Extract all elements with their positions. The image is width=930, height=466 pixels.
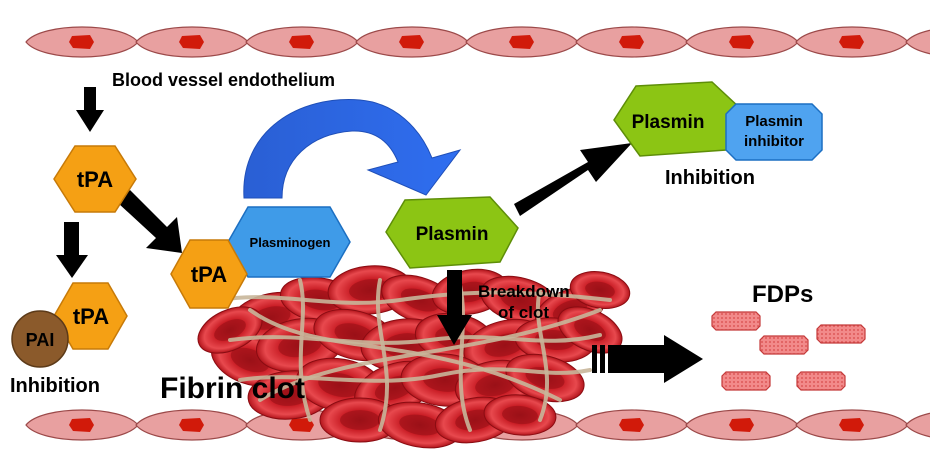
arrow-to-fdps xyxy=(592,335,703,383)
endothelial-cell xyxy=(245,26,359,58)
fibrin-strand xyxy=(375,278,389,432)
endothelial-cell xyxy=(905,412,930,438)
tpa-mid-label: tPA xyxy=(191,262,227,287)
tpa-plasminogen-complex: Plasminogen tPA xyxy=(170,206,351,309)
plasmin-top-label: Plasmin xyxy=(632,112,705,133)
fdps-label: FDPs xyxy=(752,281,813,308)
fibrin-strand xyxy=(298,278,312,422)
tpa-top-label: tPA xyxy=(77,167,113,192)
endothelial-cell xyxy=(25,26,139,58)
red-blood-cell xyxy=(483,394,557,436)
nucleus xyxy=(179,418,204,432)
arrow-plasmin-to-inhibitor xyxy=(514,143,632,216)
fdp-fragments xyxy=(711,311,866,391)
nucleus xyxy=(839,35,864,49)
plasmin-inhibitor-complex: Plasmin Plasmin inhibitor xyxy=(613,81,823,161)
endothelial-cell xyxy=(25,409,139,441)
endothelial-cell xyxy=(575,26,689,58)
tpa-mid-hexagon xyxy=(170,239,248,309)
inhibition-right-label: Inhibition xyxy=(665,167,755,189)
endothelial-cell xyxy=(795,409,909,441)
plasmin-inhibitor-line2: inhibitor xyxy=(744,133,804,150)
endothelial-cell xyxy=(355,26,469,58)
fdp-fragment xyxy=(721,371,771,391)
arrow-plasmin-breakdown xyxy=(437,270,472,345)
nucleus xyxy=(619,418,644,432)
fibrin-strand xyxy=(238,367,592,383)
pai-label: PAI xyxy=(26,330,55,350)
plasmin-inhibitor-box xyxy=(725,103,823,161)
pai-circle xyxy=(11,310,69,368)
endothelial-cell xyxy=(135,26,249,58)
endothelium-top-row xyxy=(25,26,930,58)
fdp-fragment xyxy=(796,371,846,391)
fdp-fragment xyxy=(711,311,761,331)
nucleus xyxy=(619,35,644,49)
inhibition-left-label: Inhibition xyxy=(10,375,100,397)
endothelial-cell xyxy=(575,409,689,441)
endothelial-cell xyxy=(685,409,799,441)
endothelium-label: Blood vessel endothelium xyxy=(112,70,335,90)
endothelial-cell xyxy=(135,409,249,441)
fibrin-strand xyxy=(248,308,562,402)
nucleus xyxy=(729,418,754,432)
tpa-top-hexagon: tPA xyxy=(53,145,137,213)
nucleus xyxy=(69,35,94,49)
breakdown-label-line2: of clot xyxy=(498,303,549,322)
endothelial-cell xyxy=(905,29,930,55)
tpa-left-label: tPA xyxy=(73,304,109,329)
nucleus xyxy=(399,35,424,49)
arrow-endothelium-to-tpa xyxy=(76,87,104,132)
fibrin-strand xyxy=(228,333,602,345)
nucleus xyxy=(509,35,534,49)
fibrin-clot-mass xyxy=(197,265,631,449)
fibrin-strand xyxy=(258,308,602,402)
plasmin-center-label: Plasmin xyxy=(416,224,489,245)
endothelial-cell xyxy=(465,26,579,58)
nucleus xyxy=(729,35,754,49)
arrow-tpa-to-pai xyxy=(56,222,88,278)
fibrin-strand xyxy=(458,283,472,432)
plasminogen-label: Plasminogen xyxy=(250,235,331,250)
plasmin-inhibitor-line1: Plasmin xyxy=(745,113,803,130)
endothelial-cell xyxy=(685,26,799,58)
fibrin-strand xyxy=(535,288,549,422)
nucleus xyxy=(179,35,204,49)
plasmin-center: Plasmin xyxy=(385,196,519,269)
breakdown-label-line1: Breakdown xyxy=(478,282,570,301)
nucleus xyxy=(289,35,314,49)
nucleus xyxy=(839,418,864,432)
pai-tpa-complex: tPA PAI xyxy=(11,282,128,368)
fdp-fragment xyxy=(759,335,809,355)
fibrin-clot-label: Fibrin clot xyxy=(160,372,305,405)
nucleus xyxy=(289,418,314,432)
arrow-tpa-to-plasminogen xyxy=(118,190,182,253)
nucleus xyxy=(69,418,94,432)
endothelial-cell xyxy=(795,26,909,58)
arrow-plasminogen-to-plasmin xyxy=(243,99,462,199)
fdp-fragment xyxy=(816,324,866,344)
